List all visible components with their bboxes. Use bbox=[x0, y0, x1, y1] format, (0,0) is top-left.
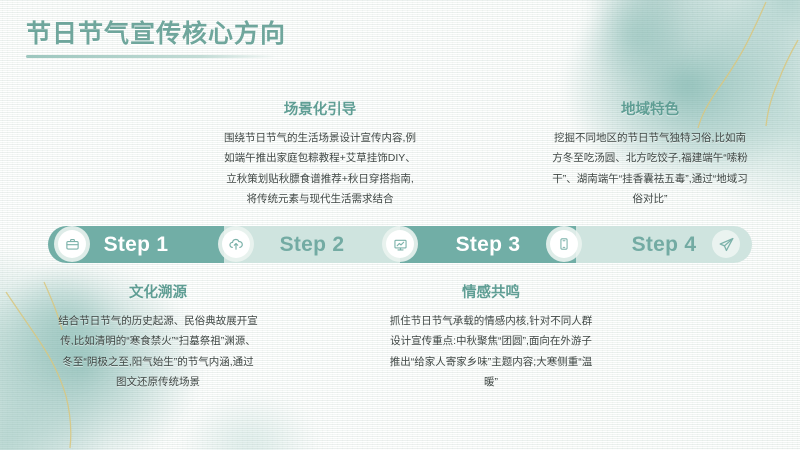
step-badge-1[interactable] bbox=[58, 230, 86, 258]
step-label-1: Step 1 bbox=[103, 232, 169, 256]
page-title: 节日节气宣传核心方向 bbox=[26, 20, 287, 48]
cloud-upload-icon bbox=[229, 238, 243, 250]
step-label-3: Step 3 bbox=[455, 232, 521, 256]
step-badge-5[interactable] bbox=[712, 230, 740, 258]
content-block-scene: 场景化引导 围绕节日节气的生活场景设计宣传内容,例如端午推出家庭包粽教程+艾草挂… bbox=[222, 98, 418, 210]
step-segment-3[interactable]: Step 3 bbox=[400, 226, 576, 263]
step-badge-2[interactable] bbox=[222, 230, 250, 258]
title-underline-rule bbox=[26, 55, 276, 58]
briefcase-icon bbox=[65, 238, 79, 250]
step-segment-2[interactable]: Step 2 bbox=[224, 226, 400, 263]
page-title-group: 节日节气宣传核心方向 bbox=[26, 14, 286, 58]
content-body-region: 挖掘不同地区的节日节气独特习俗,比如南方冬至吃汤圆、北方吃饺子,福建端午“嗦粉干… bbox=[552, 132, 748, 206]
content-body-emotion: 抓住节日节气承载的情感内核,针对不同人群设计宣传重点:中秋聚焦“团圆”,面向在外… bbox=[389, 315, 593, 389]
content-heading-culture: 文化溯源 bbox=[129, 285, 187, 301]
paper-plane-icon bbox=[719, 237, 733, 251]
content-heading-scene: 场景化引导 bbox=[283, 102, 357, 118]
mobile-device-icon bbox=[560, 238, 568, 250]
content-heading-region: 地域特色 bbox=[621, 102, 679, 118]
step-badge-4[interactable] bbox=[550, 230, 578, 258]
content-block-emotion: 情感共鸣 抓住节日节气承载的情感内核,针对不同人群设计宣传重点:中秋聚焦“团圆”… bbox=[388, 281, 594, 393]
step-label-2: Step 2 bbox=[279, 232, 345, 256]
content-body-culture: 结合节日节气的历史起源、民俗典故展开宣传,比如清明的“寒食禁火”“扫墓祭祖”渊源… bbox=[58, 315, 258, 389]
content-block-region: 地域特色 挖掘不同地区的节日节气独特习俗,比如南方冬至吃汤圆、北方吃饺子,福建端… bbox=[552, 98, 748, 210]
presentation-chart-icon bbox=[393, 239, 407, 250]
content-heading-emotion: 情感共鸣 bbox=[462, 285, 520, 301]
content-block-culture: 文化溯源 结合节日节气的历史起源、民俗典故展开宣传,比如清明的“寒食禁火”“扫墓… bbox=[58, 281, 258, 393]
step-badge-3[interactable] bbox=[386, 230, 414, 258]
content-body-scene: 围绕节日节气的生活场景设计宣传内容,例如端午推出家庭包粽教程+艾草挂饰DIY、立… bbox=[224, 132, 416, 206]
step-label-4: Step 4 bbox=[631, 232, 697, 256]
